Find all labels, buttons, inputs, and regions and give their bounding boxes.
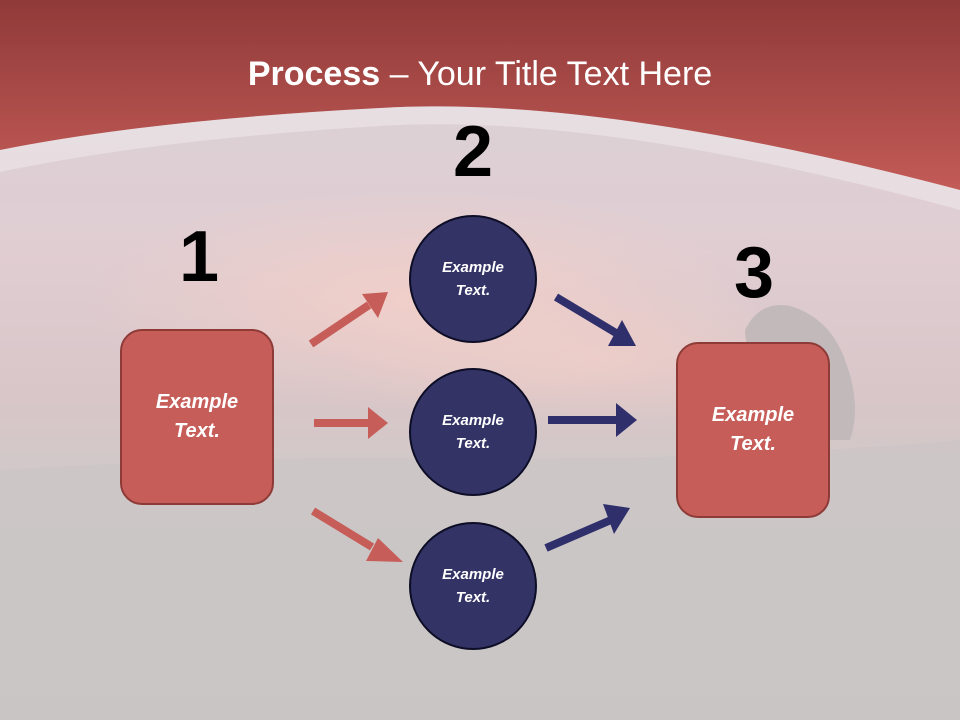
circle-bottom-line2: Text. — [455, 589, 491, 606]
slide-title: Process – Your Title Text Here — [0, 50, 960, 98]
circle-top-line2: Text. — [455, 282, 491, 299]
step3-text-line1: Example — [711, 404, 795, 426]
step2-circle-middle: Example Text. — [409, 368, 537, 496]
step3-text-line2: Text. — [730, 433, 776, 455]
step-number-3: 3 — [733, 233, 775, 313]
step-number-1: 1 — [178, 217, 220, 297]
step1-text-line2: Text. — [174, 420, 220, 442]
step2-circle-bottom: Example Text. — [409, 522, 537, 650]
title-bold: Process — [247, 55, 381, 93]
step3-box: Example Text. — [676, 342, 830, 518]
step1-box: Example Text. — [120, 329, 274, 505]
step1-text-line1: Example — [155, 391, 239, 413]
circle-bottom-line1: Example — [442, 566, 504, 583]
step-number-2: 2 — [452, 112, 494, 192]
step2-circle-top: Example Text. — [409, 215, 537, 343]
circle-middle-line1: Example — [442, 412, 504, 429]
circle-middle-line2: Text. — [455, 435, 491, 452]
circle-top-line1: Example — [442, 259, 504, 276]
title-rest: – Your Title Text Here — [380, 55, 713, 93]
